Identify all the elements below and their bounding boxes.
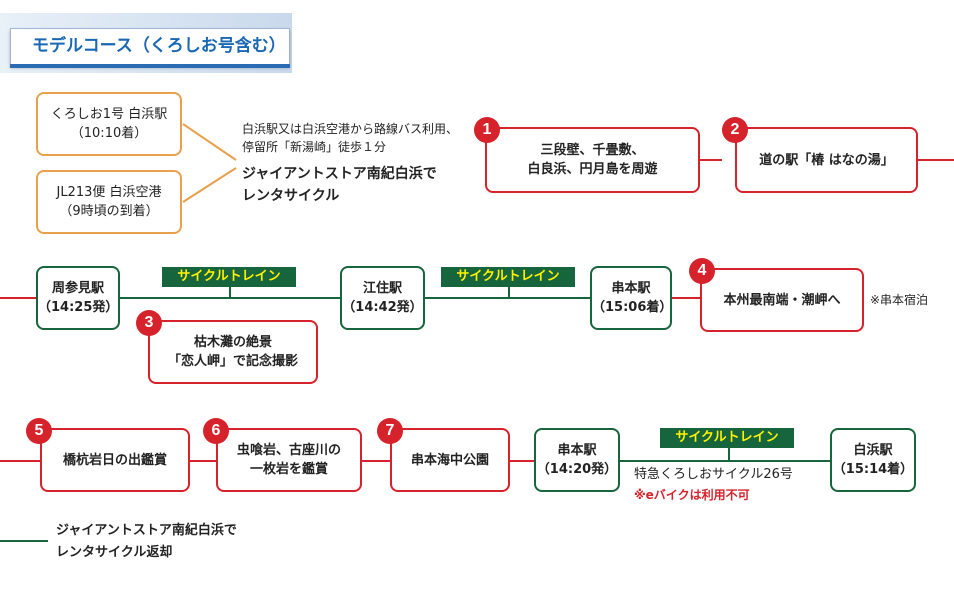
spot-2-box: 道の駅「椿 はなの湯」 [735, 127, 918, 193]
route-line [700, 159, 722, 161]
station-esumi-label: 江住駅 （14:42発） [342, 281, 423, 315]
station-susami: 周参見駅 （14:25発） [36, 266, 120, 330]
spot-7-number: 7 [377, 418, 403, 444]
bus-note: 白浜駅又は白浜空港から路線バス利用、 停留所「新湯崎」徒歩１分 [242, 122, 459, 154]
station-kushimoto-arrival-label: 串本駅 （15:06着） [592, 281, 673, 315]
route-line [0, 297, 36, 299]
tag-stem [728, 446, 730, 460]
route-line [510, 460, 534, 462]
route-line [190, 460, 216, 462]
start-flight-label: JL213便 白浜空港 （9時頃の到着） [56, 185, 162, 219]
tag-stem [229, 285, 231, 297]
station-kushimoto-arrival: 串本駅 （15:06着） [590, 266, 672, 330]
rental-note: ジャイアントストア南紀白浜で レンタサイクル [242, 166, 437, 204]
ebike-note: ※eバイクは利用不可 [634, 488, 750, 502]
cycle-train-line [620, 460, 830, 462]
route-line [0, 460, 40, 462]
page-title: モデルコース（くろしお号含む） [32, 36, 286, 56]
spot-5-box: 橋杭岩日の出鑑賞 [40, 428, 190, 492]
spot-1-box: 三段壁、千畳敷、 白良浜、円月島を周遊 [485, 127, 700, 193]
spot-5-label: 橋杭岩日の出鑑賞 [62, 452, 167, 468]
cycle-train-tag: サイクルトレイン [162, 267, 296, 287]
cycle-train-line [120, 297, 340, 299]
spot-7-label: 串本海中公園 [410, 452, 489, 468]
spot-1-number: 1 [474, 117, 500, 143]
start-train-box: くろしお1号 白浜駅 （10:10着） [36, 92, 182, 156]
spot-7-box: 串本海中公園 [390, 428, 510, 492]
spot-1-label: 三段壁、千畳敷、 白良浜、円月島を周遊 [527, 143, 658, 177]
spot-4-label: 本州最南端・潮岬へ [723, 292, 841, 308]
final-train-label: 特急くろしおサイクル26号 [634, 467, 793, 482]
station-esumi: 江住駅 （14:42発） [340, 266, 425, 330]
route-line [672, 297, 700, 299]
return-line [0, 540, 48, 542]
spot-4-box: 本州最南端・潮岬へ [700, 268, 864, 332]
station-susami-label: 周参見駅 （14:25発） [38, 281, 119, 315]
spot-6-box: 虫喰岩、古座川の 一枚岩を鑑賞 [216, 428, 362, 492]
cycle-train-tag: サイクルトレイン [660, 428, 794, 448]
spot-2-number: 2 [722, 117, 748, 143]
route-line [918, 159, 954, 161]
tag-stem [508, 285, 510, 297]
spot-6-number: 6 [203, 418, 229, 444]
spot-5-number: 5 [26, 418, 52, 444]
spot-2-label: 道の駅「椿 はなの湯」 [759, 152, 894, 168]
route-line [362, 460, 390, 462]
spot-4-number: 4 [689, 258, 715, 284]
cycle-train-tag: サイクルトレイン [441, 267, 575, 287]
spot-6-label: 虫喰岩、古座川の 一枚岩を鑑賞 [236, 443, 341, 477]
start-flight-box: JL213便 白浜空港 （9時頃の到着） [36, 170, 182, 234]
header-underline [10, 64, 290, 68]
cycle-train-line [425, 297, 590, 299]
return-note: ジャイアントストア南紀白浜で レンタサイクル返却 [56, 523, 237, 560]
station-shirahama-arrival-label: 白浜駅 （15:14着） [832, 443, 914, 477]
spot-3-number: 3 [136, 310, 162, 336]
spot-3-box: 枯木灘の絶景 「恋人岬」で記念撮影 [148, 320, 318, 384]
station-kushimoto-departure-label: 串本駅 （14:20発） [536, 443, 618, 477]
start-train-label: くろしお1号 白浜駅 （10:10着） [50, 107, 168, 141]
stay-note: ※串本宿泊 [870, 293, 929, 307]
header-tab [10, 28, 290, 66]
station-kushimoto-departure: 串本駅 （14:20発） [534, 428, 620, 492]
spot-3-label: 枯木灘の絶景 「恋人岬」で記念撮影 [167, 335, 298, 369]
station-shirahama-arrival: 白浜駅 （15:14着） [830, 428, 916, 492]
